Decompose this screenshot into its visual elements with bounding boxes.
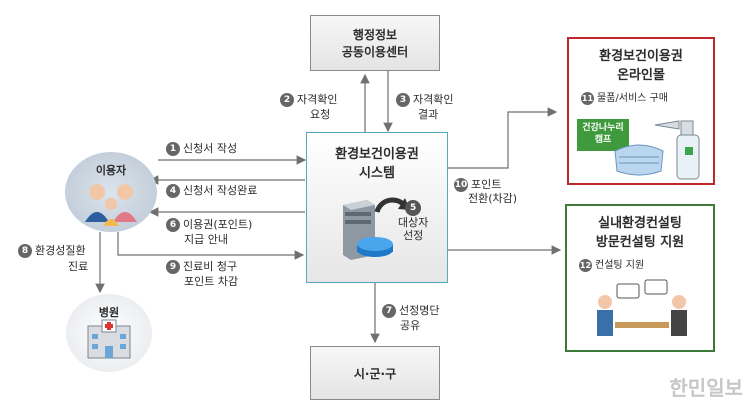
step-1-text: 신청서 작성 — [183, 142, 238, 155]
local-gov-label: 시·군·구 — [353, 366, 397, 381]
admin-center-line2: 공동이용센터 — [341, 45, 409, 59]
user-label: 이용자 — [95, 164, 127, 177]
step-12-badge: 12 — [579, 258, 592, 272]
step-2-badge: 2 — [280, 93, 294, 107]
step-3-badge: 3 — [396, 93, 410, 107]
step-6-line2: 지급 안내 — [184, 233, 228, 246]
step-8-badge: 8 — [18, 244, 32, 258]
step-6-line1: 이용권(포인트) — [183, 218, 253, 231]
step-5-badge: 5 — [405, 200, 422, 216]
step-5-line2: 선정 — [403, 229, 424, 242]
step-9-line2: 포인트 차감 — [184, 275, 239, 288]
step-2-line1: 자격확인 — [297, 93, 338, 106]
step-2-line2: 요청 — [310, 108, 331, 121]
step-4-badge: 4 — [166, 184, 180, 198]
step-3-line2: 결과 — [418, 108, 439, 121]
consulting-line1: 실내환경컨설팅 — [598, 216, 682, 231]
step-10-line1: 포인트 — [471, 178, 502, 191]
admin-center-node: 행정정보 공동이용센터 — [310, 15, 440, 71]
consulting-item: 컨설팅 지원 — [595, 260, 645, 271]
system-line1: 환경보건이용권 — [335, 147, 419, 162]
local-gov-node: 시·군·구 — [310, 346, 440, 400]
step-11-badge: 11 — [581, 91, 594, 105]
family-icon — [85, 184, 137, 226]
arrow-s9 — [117, 232, 305, 260]
arrow-s10 — [448, 107, 558, 169]
step-3-line1: 자격확인 — [413, 93, 454, 106]
mask-and-sanitizer-icon — [614, 120, 700, 180]
system-line2: 시스템 — [359, 166, 395, 181]
step-10-line2: 전환(차감) — [468, 192, 518, 205]
admin-center-line1: 행정정보 — [352, 28, 398, 42]
hospital-building-icon — [87, 319, 131, 359]
step-4-text: 신청서 작성완료 — [183, 184, 258, 197]
step-6-badge: 6 — [166, 218, 180, 232]
step-7-badge: 7 — [382, 304, 396, 318]
server-icon — [325, 200, 395, 270]
step-10-badge: 10 — [454, 178, 468, 192]
step-1-badge: 1 — [166, 142, 180, 156]
step-9-badge: 9 — [166, 260, 180, 274]
online-mall-item: 물품/서비스 구매 — [597, 93, 668, 104]
online-mall-line2: 온라인몰 — [617, 68, 665, 83]
step-8-line2: 진료 — [68, 260, 89, 273]
step-5-label: 5 대상자 선정 — [398, 200, 428, 242]
step-8-line1: 환경성질환 — [35, 244, 86, 257]
step-9-line1: 진료비 청구 — [183, 260, 238, 273]
step-7-line1: 선정명단 — [399, 304, 440, 317]
consulting-meeting-icon — [597, 279, 687, 336]
online-mall-line1: 환경보건이용권 — [599, 49, 683, 64]
step-7-line2: 공유 — [400, 319, 421, 332]
step-5-line1: 대상자 — [398, 216, 429, 229]
consulting-line2: 방문컨설팅 지원 — [595, 235, 685, 250]
hospital-node: 병원 — [66, 294, 152, 372]
watermark: 한민일보 — [669, 376, 743, 400]
hospital-label: 병원 — [98, 306, 120, 319]
user-node: 이용자 — [65, 152, 157, 232]
camp-label: 건강나누리 캠프 — [577, 119, 629, 151]
